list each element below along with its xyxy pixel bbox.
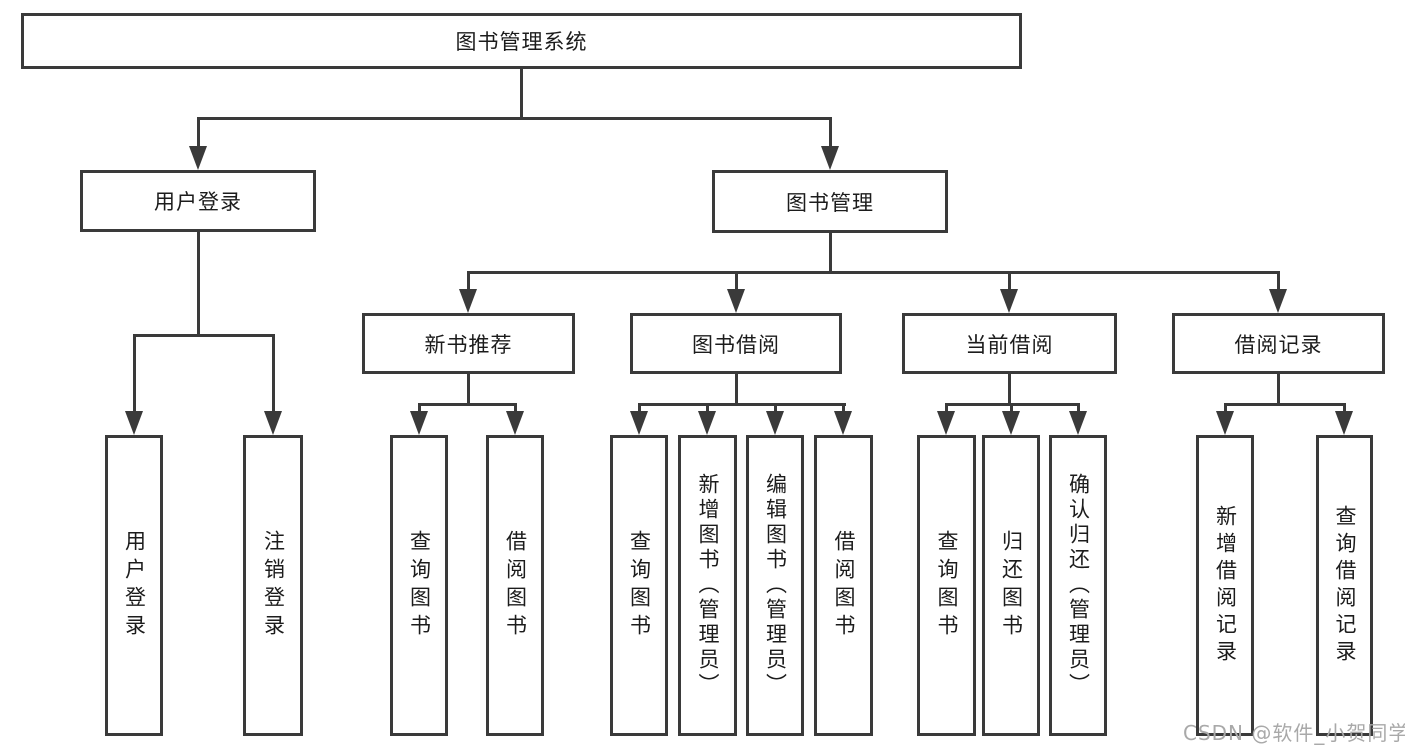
node-borrow-records: 借阅记录 bbox=[1172, 313, 1385, 374]
connector-drop-re-add bbox=[1224, 403, 1227, 415]
connector-mgmt-bar bbox=[467, 271, 1280, 274]
node-current-borrow: 当前借阅 bbox=[902, 313, 1117, 374]
connector-login-stem bbox=[197, 232, 200, 336]
connector-drop-book-management bbox=[829, 117, 832, 149]
arrowhead-bw-query bbox=[630, 411, 648, 435]
leaf-recommend-query-books: 查询图书 bbox=[390, 435, 448, 736]
leaf-borrow-query-books-label: 查询图书 bbox=[627, 529, 652, 642]
connector-drop-borrow bbox=[735, 271, 738, 293]
connector-records-stem bbox=[1277, 374, 1280, 405]
leaf-add-books-admin: 新增图书（管理员） bbox=[678, 435, 737, 736]
arrowhead-bw-edit bbox=[766, 411, 784, 435]
connector-drop-records bbox=[1277, 271, 1280, 293]
connector-borrow-stem bbox=[735, 374, 738, 405]
leaf-return-books: 归还图书 bbox=[982, 435, 1040, 736]
connector-root-stem bbox=[520, 69, 523, 119]
arrowhead-current bbox=[1000, 289, 1018, 313]
arrowhead-borrow bbox=[727, 289, 745, 313]
leaf-edit-books-admin-label: 编辑图书（管理员） bbox=[763, 473, 788, 698]
arrowhead-re-add bbox=[1216, 411, 1234, 435]
arrowhead-re-query bbox=[1335, 411, 1353, 435]
arrowhead-rec-borrow bbox=[506, 411, 524, 435]
connector-mgmt-stem bbox=[829, 233, 832, 273]
arrowhead-bw-borrow bbox=[834, 411, 852, 435]
connector-drop-re-query bbox=[1343, 403, 1346, 415]
leaf-add-borrow-record: 新增借阅记录 bbox=[1196, 435, 1254, 736]
connector-recommend-stem bbox=[467, 374, 470, 405]
arrowhead-rec-query bbox=[410, 411, 428, 435]
arrowhead-recommend bbox=[459, 289, 477, 313]
arrowhead-cu-confirm bbox=[1069, 411, 1087, 435]
leaf-recommend-borrow-books: 借阅图书 bbox=[486, 435, 544, 736]
connector-drop-bw-edit bbox=[774, 403, 777, 415]
connector-drop-current bbox=[1008, 271, 1011, 293]
node-book-management: 图书管理 bbox=[712, 170, 948, 233]
connector-drop-cu-confirm bbox=[1077, 403, 1080, 415]
connector-drop-bw-add bbox=[706, 403, 709, 415]
node-user-login: 用户登录 bbox=[80, 170, 316, 232]
leaf-borrow-books-label: 借阅图书 bbox=[832, 529, 856, 642]
leaf-logout: 注销登录 bbox=[243, 435, 303, 736]
arrowhead-bw-add bbox=[698, 411, 716, 435]
connector-drop-recommend bbox=[467, 271, 470, 293]
leaf-borrow-books: 借阅图书 bbox=[814, 435, 873, 736]
connector-borrow-bar bbox=[638, 403, 846, 406]
connector-drop-bw-borrow bbox=[842, 403, 845, 415]
arrowhead-cu-query bbox=[937, 411, 955, 435]
leaf-user-login: 用户登录 bbox=[105, 435, 163, 736]
connector-drop-leaf-user-login bbox=[133, 334, 136, 414]
connector-login-bar bbox=[133, 334, 275, 337]
connector-drop-user-login bbox=[197, 117, 200, 149]
leaf-current-query-books-label: 查询图书 bbox=[935, 529, 959, 642]
arrowhead-leaf-user-login bbox=[125, 411, 143, 435]
leaf-return-books-label: 归还图书 bbox=[999, 529, 1024, 642]
leaf-recommend-borrow-books-label: 借阅图书 bbox=[503, 529, 528, 642]
arrowhead-leaf-logout bbox=[264, 411, 282, 435]
connector-recommend-bar bbox=[418, 403, 517, 406]
connector-current-stem bbox=[1008, 374, 1011, 405]
connector-drop-rec-borrow bbox=[514, 403, 517, 415]
leaf-confirm-return-admin: 确认归还（管理员） bbox=[1049, 435, 1107, 736]
leaf-query-borrow-record-label: 查询借阅记录 bbox=[1333, 504, 1357, 667]
connector-drop-cu-query bbox=[945, 403, 948, 415]
node-book-borrow: 图书借阅 bbox=[630, 313, 842, 374]
leaf-logout-label: 注销登录 bbox=[261, 529, 286, 642]
leaf-recommend-query-books-label: 查询图书 bbox=[407, 529, 432, 642]
leaf-confirm-return-admin-label: 确认归还（管理员） bbox=[1066, 473, 1091, 698]
connector-root-bar bbox=[197, 117, 832, 120]
leaf-query-borrow-record: 查询借阅记录 bbox=[1316, 435, 1373, 736]
leaf-user-login-label: 用户登录 bbox=[122, 529, 147, 642]
connector-drop-cu-return bbox=[1010, 403, 1013, 415]
arrowhead-cu-return bbox=[1002, 411, 1020, 435]
node-root-library-system: 图书管理系统 bbox=[21, 13, 1022, 69]
arrowhead-book-management bbox=[821, 146, 839, 170]
connector-drop-leaf-logout bbox=[272, 334, 275, 414]
leaf-edit-books-admin: 编辑图书（管理员） bbox=[746, 435, 804, 736]
leaf-add-borrow-record-label: 新增借阅记录 bbox=[1213, 504, 1238, 667]
leaf-add-books-admin-label: 新增图书（管理员） bbox=[696, 473, 720, 698]
connector-drop-rec-query bbox=[418, 403, 421, 415]
leaf-current-query-books: 查询图书 bbox=[917, 435, 976, 736]
connector-records-bar bbox=[1224, 403, 1346, 406]
leaf-borrow-query-books: 查询图书 bbox=[610, 435, 668, 736]
csdn-watermark: CSDN @软件_小贺同学 bbox=[1183, 721, 1405, 745]
node-new-book-recommend: 新书推荐 bbox=[362, 313, 575, 374]
connector-drop-bw-query bbox=[638, 403, 641, 415]
arrowhead-user-login bbox=[189, 146, 207, 170]
arrowhead-records bbox=[1269, 289, 1287, 313]
